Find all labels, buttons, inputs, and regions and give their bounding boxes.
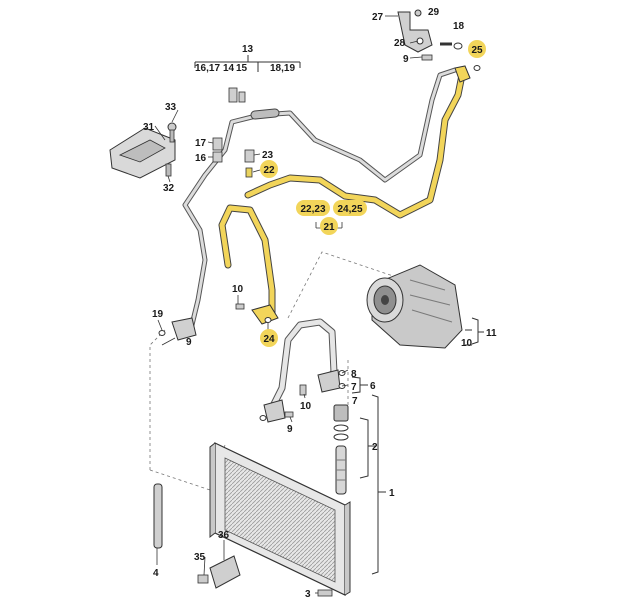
label-9-lower: 9 <box>287 424 293 435</box>
compressor <box>366 264 463 349</box>
badge-21: 21 <box>320 217 338 235</box>
fitting-9-lower <box>259 399 294 423</box>
label-16-17: 16,17 <box>195 63 220 74</box>
label-22: 22 <box>263 165 275 176</box>
label-3: 3 <box>305 589 311 600</box>
badge-24-25: 24,25 <box>333 200 367 216</box>
label-35: 35 <box>194 552 206 563</box>
fitting-24 <box>235 303 279 325</box>
label-36: 36 <box>218 530 230 541</box>
label-11: 11 <box>486 328 497 339</box>
bolt-9-top <box>421 54 433 61</box>
label-14: 14 <box>223 63 235 74</box>
label-24: 24 <box>263 334 275 345</box>
label-21: 21 <box>323 222 335 233</box>
bracket-2-1 <box>351 376 386 575</box>
bolt-33 <box>167 122 177 143</box>
badge-22: 22 <box>260 160 278 178</box>
label-27: 27 <box>372 12 384 23</box>
bolt-32 <box>165 163 172 177</box>
label-13: 13 <box>242 44 254 55</box>
label-28: 28 <box>394 38 406 49</box>
label-25-top: 25 <box>471 45 483 56</box>
bracket-36-35 <box>197 555 333 597</box>
caps-16-17 <box>212 137 223 163</box>
cap-23 <box>244 149 255 178</box>
bracket-31 <box>109 127 176 179</box>
label-8: 8 <box>351 369 357 380</box>
fitting-8-6 <box>299 369 346 396</box>
bracket-13 <box>194 55 301 72</box>
valve-14-15 <box>228 87 246 103</box>
label-31: 31 <box>143 122 155 133</box>
label-4: 4 <box>153 568 159 579</box>
bracket-11-10 <box>465 317 484 346</box>
label-24-25: 24,25 <box>337 204 362 215</box>
label-33: 33 <box>165 102 177 113</box>
fitting-19 <box>158 317 197 341</box>
label-17: 17 <box>195 138 207 149</box>
badge-22-23: 22,23 <box>296 200 330 216</box>
condenser <box>209 442 351 596</box>
dryer-parts-2 <box>333 404 349 495</box>
badge-24: 24 <box>260 329 278 347</box>
grey-pipes <box>182 67 458 416</box>
label-7-b: 7 <box>352 396 358 407</box>
label-2: 2 <box>372 442 378 453</box>
highlight-hose-21 <box>218 71 466 320</box>
label-1: 1 <box>389 488 395 499</box>
label-15: 15 <box>236 63 248 74</box>
label-32: 32 <box>163 183 175 194</box>
label-9-top: 9 <box>403 54 409 65</box>
label-18-top: 18 <box>453 21 465 32</box>
label-18-19: 18,19 <box>270 63 295 74</box>
label-29: 29 <box>428 7 440 18</box>
label-10-comp: 10 <box>461 338 473 349</box>
dashed-guides <box>149 251 406 491</box>
label-9-mid: 9 <box>186 337 192 348</box>
label-19: 19 <box>152 309 164 320</box>
label-23: 23 <box>262 150 274 161</box>
callout-labels: 27 29 18 28 9 13 16,17 14 15 18,19 33 31… <box>143 7 497 600</box>
fitting-25-top <box>454 65 481 83</box>
bracket-27-28 <box>397 9 433 53</box>
label-6: 6 <box>370 381 376 392</box>
label-10-upper: 10 <box>232 284 244 295</box>
seal-18 <box>440 42 463 50</box>
label-7-a: 7 <box>351 382 357 393</box>
label-10-lower: 10 <box>300 401 312 412</box>
badge-25-top: 25 <box>468 40 486 58</box>
rod-4 <box>153 483 163 549</box>
label-16: 16 <box>195 153 207 164</box>
label-22-23: 22,23 <box>300 204 325 215</box>
